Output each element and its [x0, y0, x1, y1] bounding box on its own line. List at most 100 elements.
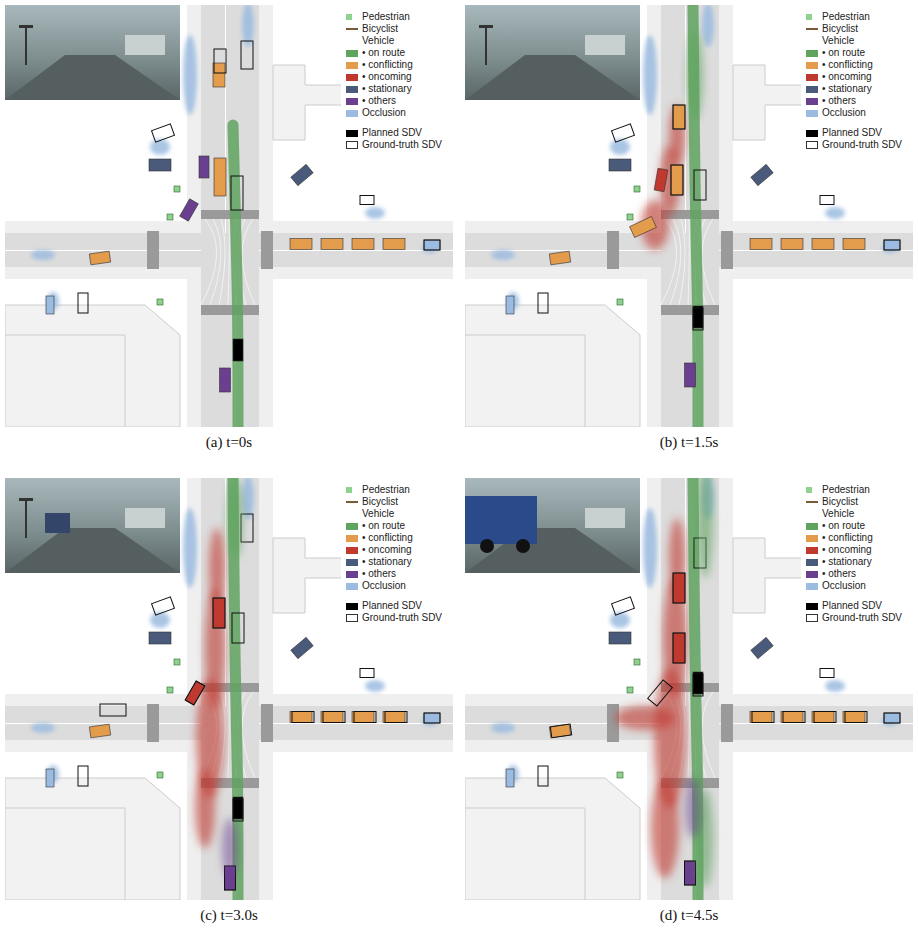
legend-swatch — [346, 523, 358, 530]
map-panel — [465, 5, 913, 427]
vehicle — [812, 239, 834, 250]
prediction-smear — [491, 723, 515, 733]
crosswalk — [721, 231, 733, 269]
legend-text: Pedestrian — [362, 11, 410, 23]
legend-text: • oncoming — [362, 544, 412, 556]
building — [5, 778, 180, 900]
vehicle — [609, 159, 631, 171]
ground-truth-box — [152, 124, 175, 142]
prediction-smear — [183, 35, 197, 115]
vehicle — [46, 296, 54, 314]
legend-swatch — [806, 98, 818, 105]
legend-text: Planned SDV — [362, 127, 422, 139]
ground-truth-box — [185, 681, 205, 705]
vehicle — [321, 712, 343, 723]
legend-text: Planned SDV — [822, 600, 882, 612]
map-panel — [465, 478, 913, 900]
legend-swatch — [346, 110, 358, 117]
road — [201, 5, 259, 427]
building — [465, 808, 585, 900]
ground-truth-box — [694, 170, 706, 200]
vehicle — [884, 240, 900, 250]
ground-truth-box — [78, 766, 88, 786]
ground-truth-box — [820, 196, 834, 205]
ground-truth-box — [323, 712, 345, 723]
legend-swatch — [806, 74, 818, 81]
panel-caption: (c) t=3.0s — [200, 906, 258, 924]
legend-text: Vehicle — [822, 35, 854, 47]
building — [273, 65, 350, 140]
legend-swatch — [806, 571, 818, 578]
vehicle — [781, 239, 803, 250]
legend-outline-sample — [346, 614, 358, 622]
pedestrian — [157, 772, 163, 778]
legend-swatch — [346, 74, 358, 81]
legend-swatch — [806, 583, 818, 590]
legend-swatch — [806, 535, 818, 542]
ground-truth-box — [100, 704, 126, 716]
legend-text: • stationary — [362, 83, 412, 95]
legend-swatch — [346, 583, 358, 590]
ground-truth-box — [671, 165, 683, 195]
ground-truth-box — [233, 799, 243, 821]
ground-truth-box — [424, 240, 440, 250]
vehicle — [213, 598, 225, 628]
vehicle — [884, 713, 900, 723]
building — [5, 808, 125, 900]
ground-truth-box — [538, 293, 548, 313]
vehicle — [220, 368, 231, 392]
legend-text: • stationary — [822, 556, 872, 568]
ground-truth-box — [538, 766, 548, 786]
vehicle — [89, 724, 110, 738]
legend-text: • others — [362, 568, 396, 580]
camera-image — [465, 478, 640, 573]
legend-text: Occlusion — [362, 580, 406, 592]
building — [5, 335, 125, 427]
vehicle — [321, 239, 343, 250]
pedestrian — [627, 214, 633, 220]
legend-text: • oncoming — [362, 71, 412, 83]
ground-truth-box — [424, 713, 440, 723]
pedestrian — [157, 299, 163, 305]
map-panel — [5, 5, 453, 427]
legend-swatch — [346, 571, 358, 578]
vehicle — [673, 573, 685, 603]
vehicle — [843, 239, 865, 250]
legend-swatch — [346, 14, 352, 20]
legend-swatch — [806, 110, 818, 117]
legend-text: • on route — [362, 47, 405, 59]
legend-text: • conflicting — [362, 59, 413, 71]
vehicle — [233, 339, 243, 361]
ground-truth-box — [231, 176, 243, 210]
crosswalk — [607, 704, 619, 742]
ground-truth-box — [685, 861, 696, 885]
ground-truth-box — [612, 597, 635, 615]
legend-text: Planned SDV — [822, 127, 882, 139]
prediction-smear — [31, 250, 55, 260]
prediction-smear — [610, 139, 630, 155]
legend-text: Occlusion — [362, 107, 406, 119]
legend-text: • oncoming — [822, 71, 872, 83]
vehicle — [291, 637, 313, 658]
vehicle — [424, 240, 440, 250]
ground-truth-box — [152, 597, 175, 615]
vehicle — [352, 712, 374, 723]
pedestrian — [167, 687, 173, 693]
ground-truth-box — [232, 613, 244, 643]
vehicle — [506, 769, 514, 787]
prediction-smear — [365, 680, 385, 692]
vehicle — [89, 251, 110, 265]
legend-text: Bicyclist — [362, 496, 398, 508]
legend-text: Ground-truth SDV — [362, 612, 442, 624]
legend-text: • on route — [822, 520, 865, 532]
vehicle — [781, 712, 803, 723]
vehicle — [812, 712, 834, 723]
legend-swatch — [346, 130, 358, 137]
ground-truth-box — [752, 712, 774, 723]
ground-truth-box — [814, 712, 836, 723]
legend-text: • conflicting — [822, 532, 873, 544]
vehicle — [291, 164, 313, 185]
legend-text: Vehicle — [362, 35, 394, 47]
